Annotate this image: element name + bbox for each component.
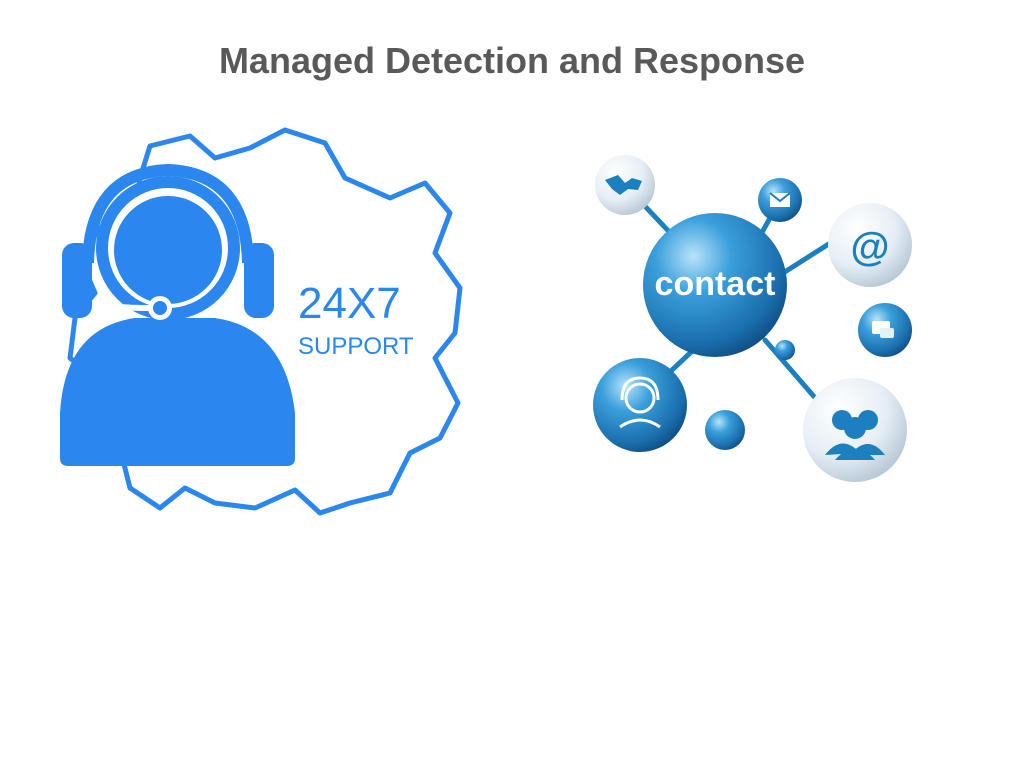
support-agent-icon <box>593 358 687 452</box>
contact-label: contact <box>655 265 776 303</box>
slide-title: Managed Detection and Response <box>218 40 806 81</box>
support-label-text: SUPPORT <box>298 333 414 360</box>
support-24x7-text: 24X7 <box>298 279 401 328</box>
decorative-sphere <box>705 410 745 450</box>
support-graphic: 24X7 SUPPORT <box>40 118 480 538</box>
at-sign-text: @ <box>850 225 889 269</box>
connector-node <box>775 340 795 360</box>
group-icon <box>803 378 907 482</box>
contact-graphic: @ contact <box>580 145 930 505</box>
headset-agent-icon <box>60 163 295 466</box>
at-sign-icon: @ <box>828 203 912 287</box>
chat-bubbles-icon <box>858 303 912 357</box>
contact-center-sphere: contact <box>643 213 787 357</box>
envelope-icon <box>758 178 802 222</box>
world-map-icon <box>595 155 655 215</box>
